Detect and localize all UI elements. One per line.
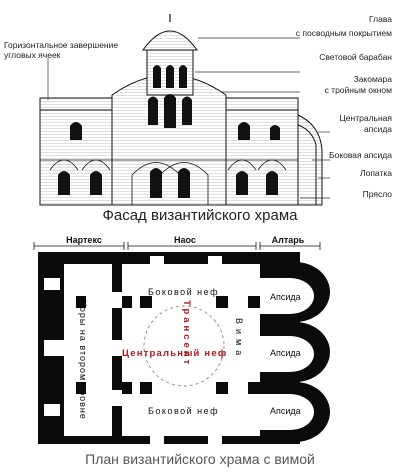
plan-header-dividers — [33, 242, 321, 250]
lower-window — [150, 168, 162, 198]
facade-caption: Фасад византийского храма — [102, 207, 298, 224]
label-horizontal-finish-2: угловых ячеек — [4, 50, 61, 60]
drum-window — [179, 65, 187, 88]
facade-arches — [40, 159, 298, 205]
header-narthex: Нартекс — [66, 235, 102, 245]
label-apse-bottom: Апсида — [270, 406, 301, 416]
label-drum: Световой барабан — [319, 52, 392, 62]
label-dome-2: с посводным покрытием — [296, 28, 392, 38]
label-central-apse-1: Центральная — [340, 113, 393, 123]
label-dome-1: Глава — [369, 14, 392, 24]
label-choir: Хоры на втором уровне — [78, 300, 88, 420]
lower-window — [236, 171, 248, 195]
lower-window — [266, 171, 278, 195]
label-lopatka: Лопатка — [360, 168, 392, 178]
label-zakomara-2: с тройным окном — [325, 85, 393, 95]
plan-pillars — [76, 296, 260, 394]
label-side-nave-top: Боковой неф — [148, 287, 219, 297]
label-central-apse-2: апсида — [364, 124, 392, 134]
label-zakomara-1: Закомара — [354, 74, 393, 84]
leader-lines — [47, 37, 330, 199]
label-apse-top: Апсида — [270, 292, 301, 302]
label-vima: Вима — [234, 318, 244, 360]
side-window — [70, 122, 82, 140]
header-naos: Наос — [174, 235, 196, 245]
side-window — [238, 122, 250, 140]
label-transept: Трансепт — [181, 300, 192, 367]
label-side-nave-bottom: Боковой неф — [148, 406, 219, 416]
facade-windows — [58, 65, 280, 198]
label-pryaslo: Прясло — [363, 189, 393, 199]
plan-interior — [44, 256, 314, 444]
zakomara-window — [164, 94, 176, 128]
label-side-apse: Боковая апсида — [329, 150, 392, 160]
label-central-nave: Центральный неф — [122, 348, 227, 359]
label-apse-mid: Апсида — [270, 348, 301, 358]
header-altar: Алтарь — [272, 235, 305, 245]
corner-cell-left — [39, 97, 113, 111]
lower-window — [58, 171, 70, 195]
dome-projection — [143, 305, 225, 387]
label-horizontal-finish-1: Горизонтальное завершение — [4, 40, 118, 50]
dome — [142, 30, 198, 51]
drum-window — [166, 65, 174, 88]
zakomara-window — [182, 96, 192, 125]
plan-caption: План византийского храма с вимой — [85, 451, 315, 467]
drum-window — [153, 65, 161, 88]
side-window — [270, 125, 280, 140]
zakomara-window — [148, 96, 158, 125]
corner-cell-right — [225, 97, 299, 111]
lower-window — [90, 171, 102, 195]
central-apse — [297, 124, 317, 206]
lower-window — [178, 168, 190, 198]
